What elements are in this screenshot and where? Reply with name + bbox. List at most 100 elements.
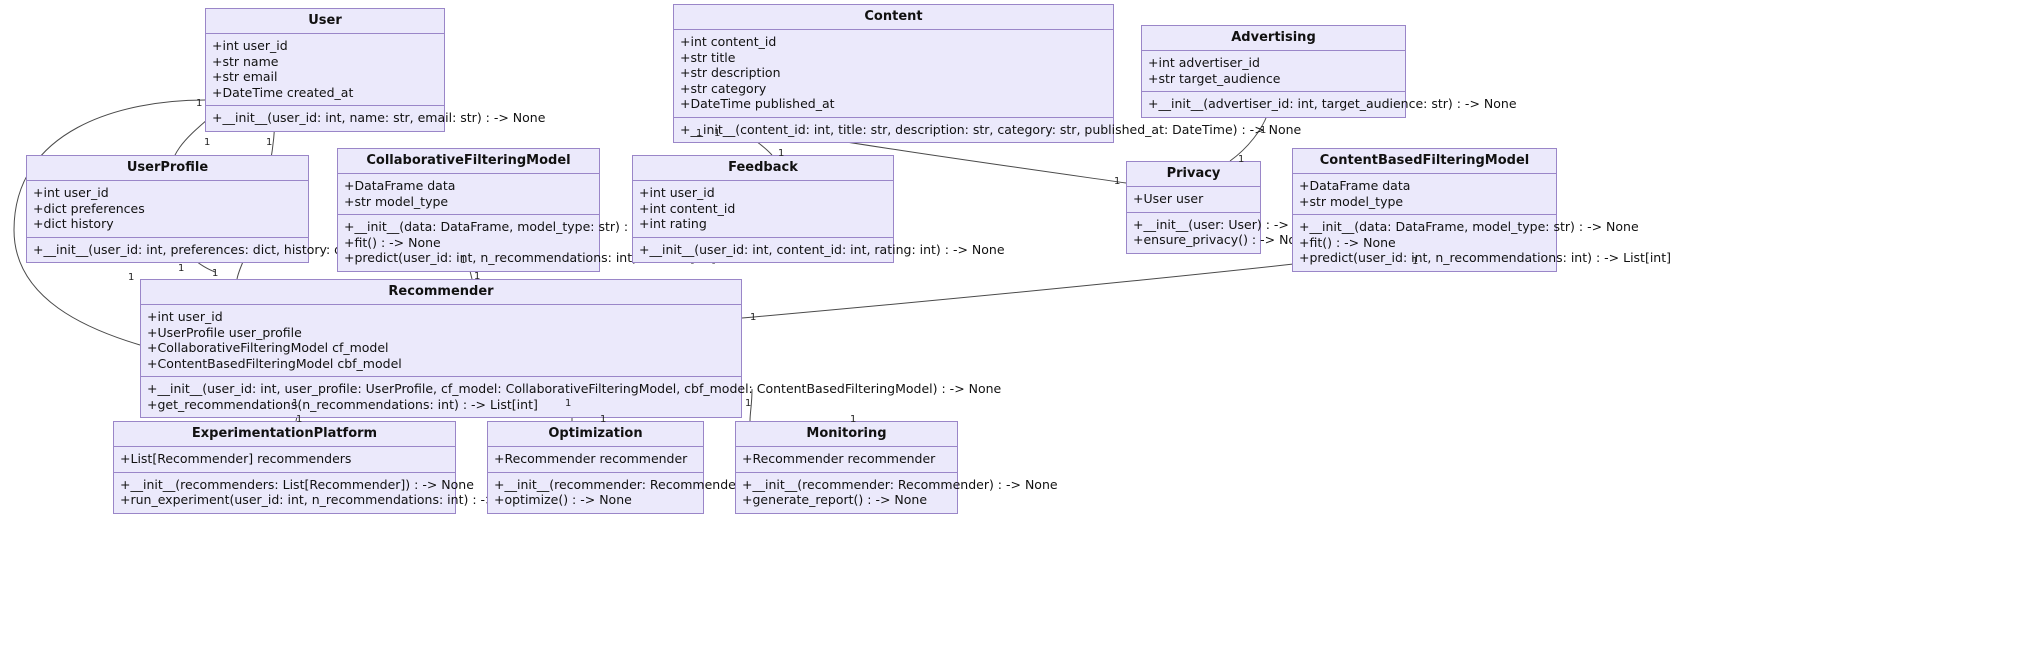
method-row: +__init__(recommenders: List[Recommender…	[120, 476, 474, 492]
class-methods-advertising: +__init__(advertiser_id: int, target_aud…	[1142, 92, 1517, 117]
multiplicity-label: 1	[600, 414, 607, 425]
class-attributes-monitoring: +Recommender recommender	[736, 447, 957, 473]
multiplicity-label: 1	[750, 312, 757, 323]
class-methods-user: +__init__(user_id: int, name: str, email…	[206, 106, 546, 131]
attribute-row: +str description	[680, 65, 781, 80]
attribute-row: +DateTime created_at	[212, 84, 354, 100]
method-row: +generate_report() : -> None	[742, 492, 928, 507]
method-row: +fit() : -> None	[1299, 234, 1396, 250]
method-row: +__init__(user_id: int, user_profile: Us…	[147, 381, 1002, 396]
class-methods-content: +__init__(content_id: int, title: str, d…	[674, 118, 1302, 143]
multiplicity-label: 1	[460, 255, 467, 266]
class-box-cbfmodel[interactable]: ContentBasedFilteringModel+DataFrame dat…	[1292, 148, 1672, 272]
class-methods-feedback: +__init__(user_id: int, content_id: int,…	[633, 238, 1005, 263]
class-box-content[interactable]: Content+int content_id+str title+str des…	[673, 4, 1302, 143]
multiplicity-label: 1	[178, 263, 185, 274]
class-name-privacy: Privacy	[1127, 162, 1260, 187]
class-attributes-experimentation: +List[Recommender] recommenders	[114, 447, 455, 473]
multiplicity-label: 1	[745, 398, 752, 409]
class-attributes-advertising: +int advertiser_id+str target_audience	[1142, 51, 1405, 92]
attribute-row: +str target_audience	[1148, 70, 1281, 86]
class-name-user: User	[206, 9, 444, 34]
multiplicity-label: 1	[266, 137, 273, 148]
edge-user-to-userprofile	[13, 99, 206, 346]
method-row: +__init__(user_id: int, name: str, email…	[212, 110, 546, 125]
attribute-row: +Recommender recommender	[494, 451, 688, 466]
class-name-content: Content	[674, 5, 1113, 30]
class-box-experimentation[interactable]: ExperimentationPlatform +List[Recommender…	[113, 421, 607, 514]
class-box-monitoring[interactable]: Monitoring+Recommender recommender+__ini…	[735, 421, 1058, 514]
method-row: +__init__(recommender: Recommender) : ->…	[742, 476, 1058, 492]
multiplicity-label: 1	[714, 128, 721, 139]
attribute-row: +CollaborativeFilteringModel cf_model	[147, 340, 389, 355]
class-methods-experimentation: +__init__(recommenders: List[Recommender…	[114, 473, 607, 513]
attribute-row: +int content_id	[680, 34, 777, 49]
class-box-recommender[interactable]: Recommender+int user_id+UserProfile user…	[140, 279, 1002, 418]
class-attributes-optimization: +Recommender recommender	[488, 447, 703, 473]
attribute-row: +int advertiser_id	[1148, 55, 1260, 70]
attribute-row: +User user	[1133, 191, 1204, 206]
attribute-row: +List[Recommender] recommenders	[120, 451, 352, 466]
attribute-row: +Recommender recommender	[742, 451, 936, 466]
method-row: +fit() : -> None	[344, 234, 441, 250]
class-box-feedback[interactable]: Feedback+int user_id+int content_id+int …	[632, 155, 1005, 263]
attribute-row: +int content_id	[639, 200, 736, 216]
class-box-optimization[interactable]: Optimization+Recommender recommender+__i…	[487, 421, 810, 514]
class-box-advertising[interactable]: Advertising+int advertiser_id+str target…	[1141, 25, 1517, 118]
attribute-row: +str model_type	[344, 193, 449, 209]
multiplicity-label: 1	[212, 268, 219, 279]
multiplicity-label: 1	[474, 271, 481, 282]
attribute-row: +int user_id	[639, 185, 715, 200]
class-name-advertising: Advertising	[1142, 26, 1405, 51]
class-box-userprofile[interactable]: UserProfile+int user_id+dict preferences…	[26, 155, 426, 263]
class-box-privacy[interactable]: Privacy+User user+__init__(user: User) :…	[1126, 161, 1325, 254]
multiplicity-label: 1	[1412, 256, 1419, 267]
method-row: +get_recommendations(n_recommendations: …	[147, 396, 538, 412]
method-row: +predict(user_id: int, n_recommendations…	[344, 250, 717, 265]
class-box-cfmodel[interactable]: CollaborativeFilteringModel+DataFrame da…	[337, 148, 717, 272]
attribute-row: +DataFrame data	[344, 178, 456, 193]
class-attributes-content: +int content_id+str title+str descriptio…	[674, 30, 1113, 118]
attribute-row: +int user_id	[212, 38, 288, 53]
method-row: +ensure_privacy() : -> None	[1133, 232, 1312, 247]
method-row: +predict(user_id: int, n_recommendations…	[1299, 250, 1672, 265]
class-name-cfmodel: CollaborativeFilteringModel	[338, 149, 599, 174]
attribute-row: +DateTime published_at	[680, 96, 835, 111]
class-attributes-recommender: +int user_id+UserProfile user_profile+Co…	[141, 305, 741, 377]
multiplicity-label: 1	[1260, 125, 1267, 136]
class-name-userprofile: UserProfile	[27, 156, 308, 181]
attribute-row: +int user_id	[33, 185, 109, 200]
class-name-cbfmodel: ContentBasedFilteringModel	[1293, 149, 1556, 174]
method-row: +__init__(advertiser_id: int, target_aud…	[1148, 96, 1517, 111]
multiplicity-label: 1	[565, 398, 572, 409]
class-methods-recommender: +__init__(user_id: int, user_profile: Us…	[141, 377, 1002, 417]
class-attributes-cbfmodel: +DataFrame data+str model_type	[1293, 174, 1556, 215]
method-row: +__init__(data: DataFrame, model_type: s…	[344, 219, 684, 234]
class-name-experimentation: ExperimentationPlatform	[114, 422, 455, 447]
multiplicity-label: 1	[128, 272, 135, 283]
multiplicity-label: 1	[850, 414, 857, 425]
class-attributes-cfmodel: +DataFrame data+str model_type	[338, 174, 599, 215]
class-attributes-privacy: +User user	[1127, 187, 1260, 213]
attribute-row: +int rating	[639, 216, 707, 231]
multiplicity-label: 1	[1114, 176, 1121, 187]
multiplicity-label: 1	[1238, 154, 1245, 165]
method-row: +optimize() : -> None	[494, 492, 632, 507]
class-methods-monitoring: +__init__(recommender: Recommender) : ->…	[736, 473, 1058, 513]
method-row: +__init__(user_id: int, preferences: dic…	[33, 241, 426, 257]
attribute-row: +dict history	[33, 216, 114, 231]
attribute-row: +ContentBasedFilteringModel cbf_model	[147, 355, 402, 371]
class-methods-cfmodel: +__init__(data: DataFrame, model_type: s…	[338, 215, 717, 271]
attribute-row: +str title	[680, 49, 736, 65]
method-row: +__init__(content_id: int, title: str, d…	[680, 121, 1302, 137]
multiplicity-label: 1	[778, 148, 785, 159]
class-attributes-feedback: +int user_id+int content_id+int rating	[633, 181, 893, 238]
edge-advertising-to-privacy	[1229, 112, 1269, 162]
class-attributes-user: +int user_id+str name+str email+DateTime…	[206, 34, 444, 106]
method-row: +run_experiment(user_id: int, n_recommen…	[120, 492, 607, 507]
attribute-row: +str category	[680, 80, 767, 96]
class-methods-optimization: +__init__(recommender: Recommender) : ->…	[488, 473, 810, 513]
attribute-row: +DataFrame data	[1299, 178, 1411, 193]
class-box-user[interactable]: User+int user_id+str name+str email+Date…	[205, 8, 546, 132]
class-name-feedback: Feedback	[633, 156, 893, 181]
